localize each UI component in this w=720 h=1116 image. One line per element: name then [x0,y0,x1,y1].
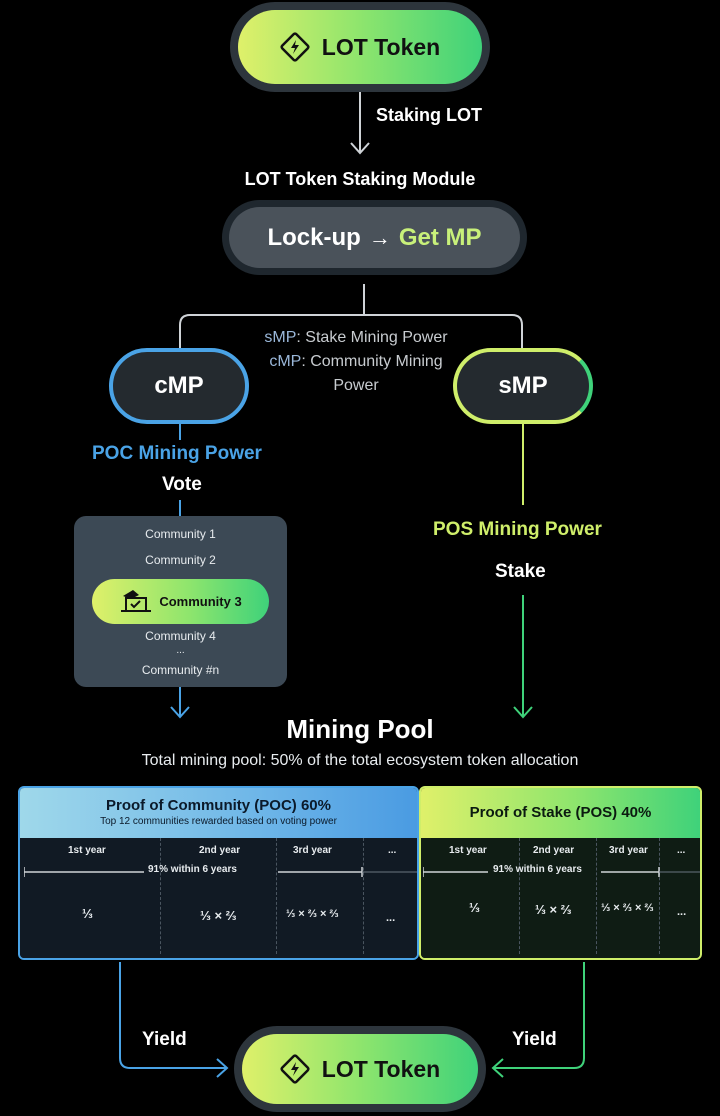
poc-value-year1: ⅓ [82,906,93,921]
yield-left-line [119,962,226,1069]
bottom-token-container: LOT Token [234,1026,486,1112]
lot-logo-icon [280,1054,310,1084]
bottom-token-label: LOT Token [321,1055,441,1082]
pos-table-header: Proof of Stake (POS) 40% [421,788,700,838]
pos-value-year1: ⅓ [469,900,480,915]
legend-line-smp: sMP: Stake Mining Power [264,329,448,346]
community-vote-box: Community 1 Community 2 Community 3 Comm… [74,516,287,687]
pos-table-title: Proof of Stake (POS) 40% [469,804,652,821]
poc-value-more: ... [386,912,396,924]
column-divider [160,838,161,954]
community-item: Community #n [141,663,220,677]
poc-header-more: ... [388,845,397,856]
mining-pool-subtitle: Total mining pool: 50% of the total ecos… [141,752,579,769]
selected-community-label: Community 3 [159,594,242,609]
pos-header-year3: 3rd year [609,845,648,856]
poc-table: Proof of Community (POC) 60% Top 12 comm… [18,786,419,960]
poc-table-header: Proof of Community (POC) 60% Top 12 comm… [20,788,417,838]
branch-left [179,314,364,348]
vote-label: Vote [162,474,202,495]
lockup-container: Lock-up → Get MP [222,200,527,275]
poc-header-year3: 3rd year [293,845,332,856]
poc-value-year2: ⅓ × ⅔ [200,908,237,923]
pos-table-body [421,838,700,958]
smp-arrow-head [513,706,533,719]
pos-value-year3: ⅓ × ⅔ × ⅔ [601,902,654,914]
poc-span-marker [24,867,417,877]
lot-logo-icon [280,32,310,62]
lockup-label: Lock-up [267,223,361,251]
stake-label: Stake [495,561,546,582]
poc-header-year1: 1st year [68,845,106,856]
pos-mining-power-title: POS Mining Power [433,519,602,540]
community-item: Community 1 [145,527,216,541]
yield-left-label: Yield [142,1029,187,1050]
pos-table: Proof of Stake (POS) 40% 1st year 2nd ye… [419,786,702,960]
pos-span-marker [423,867,700,877]
module-title: LOT Token Staking Module [244,169,476,189]
pos-header-more: ... [677,845,686,856]
poc-table-body [20,838,417,958]
community-item: Community 4 [145,629,216,643]
poc-header-year2: 2nd year [199,845,241,856]
column-divider [659,838,660,954]
cmp-pill: cMP [109,348,249,424]
yield-left-head [216,1058,229,1078]
bottom-token-pill: LOT Token [242,1034,478,1104]
pos-value-more: ... [677,906,687,918]
staking-label: Staking LOT [376,105,483,125]
mp-legend: sMP: Stake Mining Power cMP: Community M… [252,326,460,398]
pos-span-label: 91% within 6 years [493,864,582,875]
community-item: Community 2 [145,553,216,567]
lockup-pill: Lock-up → Get MP [229,207,520,268]
staking-arrow-head [350,142,370,155]
pos-header-year2: 2nd year [533,845,575,856]
column-divider [519,838,520,954]
poc-table-title: Proof of Community (POC) 60% [105,797,331,814]
cmp-arrow-head [170,706,190,719]
pos-value-year2: ⅓ × ⅔ [535,902,572,917]
mining-pool-title: Mining Pool [286,714,434,744]
top-token-container: LOT Token [230,2,490,92]
ballot-box-icon [119,586,153,617]
selected-community: Community 3 [92,579,269,624]
get-mp-label: Get MP [398,223,482,251]
arrow-right-icon: → [368,224,391,250]
branch-right [364,314,523,348]
community-ellipsis: ... [176,645,185,656]
pos-header-year1: 1st year [449,845,487,856]
yield-right-head [491,1058,504,1078]
column-divider [363,838,364,954]
top-token-label: LOT Token [321,33,441,60]
smp-pill: sMP [453,348,593,424]
yield-right-line [494,962,585,1069]
column-divider [596,838,597,954]
top-token-pill: LOT Token [238,10,482,84]
poc-mining-power-title: POC Mining Power [92,443,262,464]
poc-span-label: 91% within 6 years [148,864,237,875]
poc-value-year3: ⅓ × ⅔ × ⅔ [286,908,339,920]
legend-line-cmp: cMP: Community Mining Power [269,353,443,394]
yield-right-label: Yield [512,1029,557,1050]
poc-table-subtitle: Top 12 communities rewarded based on vot… [100,816,337,827]
column-divider [276,838,277,954]
